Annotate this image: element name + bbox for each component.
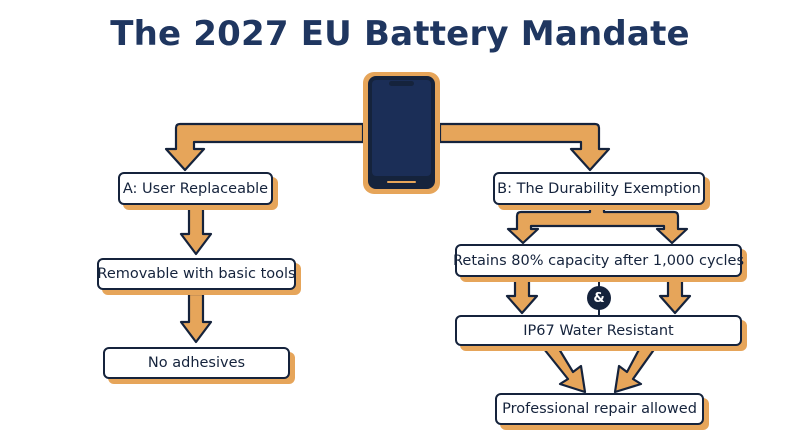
arrow-phone-to-a — [164, 122, 365, 172]
arrow-phone-to-b — [438, 122, 611, 172]
branch-b-result: Professional repair allowed — [495, 393, 704, 425]
arrow-b-req1-to-req2-left — [505, 274, 539, 315]
branch-a-step2: No adhesives — [103, 347, 290, 379]
branch-b-requirement-2: IP67 Water Resistant — [455, 315, 742, 346]
smartphone-icon — [363, 72, 440, 194]
ampersand-badge: & — [587, 286, 611, 310]
arrow-b-req2-to-result-right — [613, 342, 660, 394]
arrow-b-req1-to-req2-right — [658, 274, 692, 315]
arrow-a-heading-to-step1 — [179, 206, 213, 256]
arrow-b-req2-to-result-left — [538, 342, 587, 394]
arrow-b-split-to-req1 — [506, 202, 689, 245]
branch-b-heading: B: The Durability Exemption — [493, 172, 705, 205]
arrow-a-step1-to-step2 — [179, 292, 213, 344]
branch-a-heading: A: User Replaceable — [118, 172, 273, 205]
branch-a-step1: Removable with basic tools — [97, 258, 296, 290]
branch-b-requirement-1: Retains 80% capacity after 1,000 cycles — [453, 244, 744, 277]
diagram-title: The 2027 EU Battery Mandate — [110, 14, 690, 54]
